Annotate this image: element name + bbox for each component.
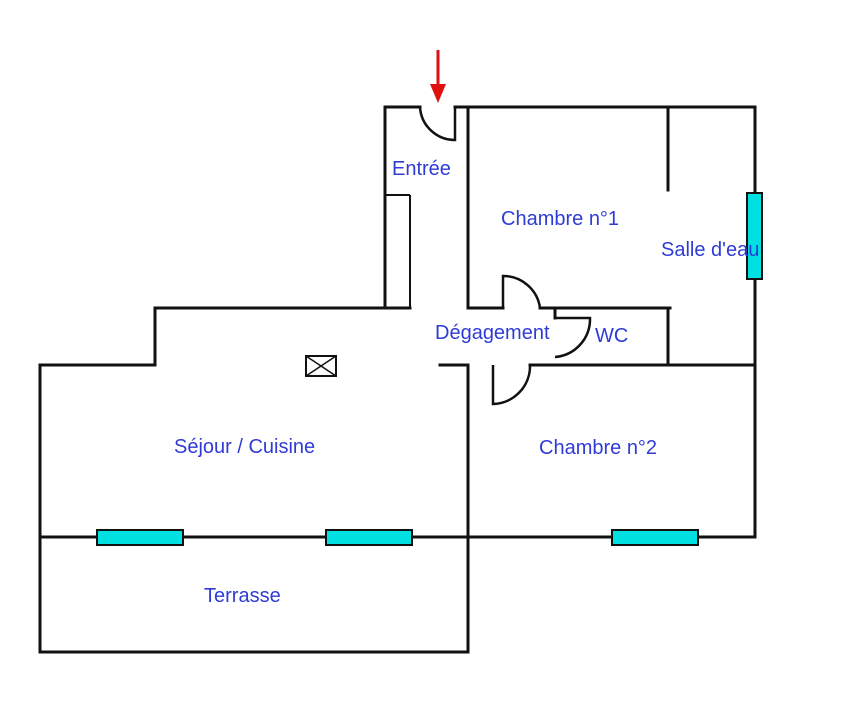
window-sejour-1	[96, 529, 184, 546]
exterior-walls	[38, 105, 757, 654]
label-degagement: Dégagement	[435, 322, 550, 344]
label-sejour: Séjour / Cuisine	[174, 436, 315, 458]
wc-door	[554, 316, 592, 359]
label-chambre2: Chambre n°2	[539, 437, 657, 459]
label-salle-eau: Salle d'eau	[661, 239, 759, 261]
window-chambre2	[611, 529, 699, 546]
chambre1-door	[501, 274, 542, 309]
chambre2-door	[491, 364, 532, 406]
ventilation-box-icon	[305, 355, 337, 377]
label-entree: Entrée	[392, 158, 451, 180]
label-terrasse: Terrasse	[204, 585, 281, 607]
windows	[96, 192, 763, 546]
down-arrow-icon	[430, 50, 446, 103]
room-labels: Entrée Chambre n°1 Salle d'eau Dégagemen…	[174, 158, 759, 607]
window-salle-eau	[746, 192, 763, 280]
label-wc: WC	[595, 325, 628, 347]
doors	[418, 106, 592, 406]
label-chambre1: Chambre n°1	[501, 208, 619, 230]
interior-walls	[385, 105, 757, 539]
window-sejour-2	[325, 529, 413, 546]
entrance-door	[418, 106, 457, 142]
